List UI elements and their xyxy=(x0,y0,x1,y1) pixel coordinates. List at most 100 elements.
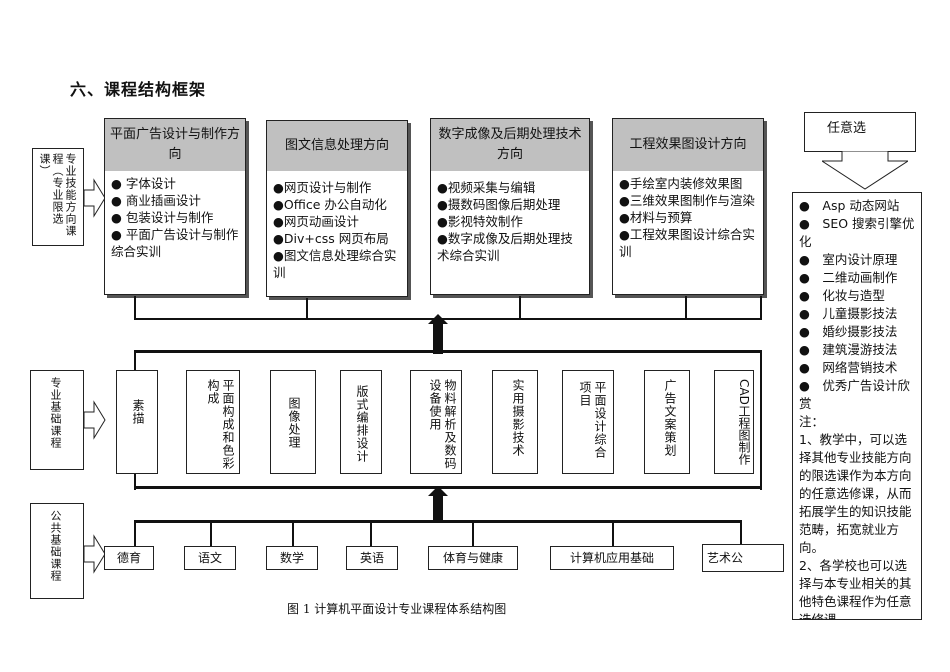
free-course-item: ● 婚纱摄影技法 xyxy=(799,324,898,339)
public-course: 德育 xyxy=(104,546,154,570)
course-item: ●Office 办公自动化 xyxy=(273,197,387,212)
figure-caption: 图 1 计算机平面设计专业课程体系结构图 xyxy=(287,602,507,616)
course-item: ●摄数码图像后期处理 xyxy=(437,197,561,212)
public-course: 体育与健康 xyxy=(428,546,518,570)
elective-free-title: 任意选 xyxy=(827,121,867,136)
direction-course-list: ●网页设计与制作 ●Office 办公自动化 ●网页动画设计 ●Div+css … xyxy=(267,171,407,283)
connector xyxy=(760,350,762,490)
public-course: 英语 xyxy=(346,546,398,570)
connector xyxy=(134,486,762,489)
direction-course-list: ●手绘室内装修效果图 ●三维效果图制作与渲染 ●材料与预算 ●工程效果图设计综合… xyxy=(613,171,763,262)
course-item: ●影视特效制作 xyxy=(437,214,523,229)
free-course-item: ● SEO 搜索引擎优化 xyxy=(799,216,915,249)
course-item: ●网页设计与制作 xyxy=(273,180,372,195)
direction-box-1: 平面广告设计与制作方向 ● 字体设计 ● 商业插画设计 ● 包装设计与制作 ● … xyxy=(104,118,246,295)
foundation-course-2: 平面构成和色彩构成 xyxy=(186,370,240,474)
connector xyxy=(134,318,762,320)
free-course-item: ● 室内设计原理 xyxy=(799,252,898,267)
direction-title: 工程效果图设计方向 xyxy=(613,119,763,171)
direction-course-list: ● 字体设计 ● 商业插画设计 ● 包装设计与制作 ● 平面广告设计与制作综合实… xyxy=(105,171,245,262)
foundation-label-box: 专业基础课程 xyxy=(30,370,84,470)
connector xyxy=(472,520,474,546)
elective-arrow-icon xyxy=(84,178,106,218)
foundation-course-label: 平面设计综合项目 xyxy=(578,381,607,459)
public-arrow-icon xyxy=(84,534,106,574)
foundation-course-label: 图像处理 xyxy=(287,397,301,449)
connector xyxy=(685,296,687,320)
direction-title: 图文信息处理方向 xyxy=(267,121,407,171)
section-heading: 六、课程结构框架 xyxy=(70,80,207,99)
free-course-item: ● 儿童摄影技法 xyxy=(799,306,898,321)
elective-label: 专业技能方向课程（专业限选课） xyxy=(38,153,77,237)
public-course: 计算机应用基础 xyxy=(550,546,674,570)
connector xyxy=(134,296,136,320)
direction-title: 数字成像及后期处理技术方向 xyxy=(431,119,589,171)
note-label: 注： xyxy=(799,414,825,429)
elective-label-box: 专业技能方向课程（专业限选课） xyxy=(32,148,84,246)
course-item: ● 平面广告设计与制作综合实训 xyxy=(111,227,239,259)
course-item: ● 包装设计与制作 xyxy=(111,210,214,225)
course-item: ●网页动画设计 xyxy=(273,214,359,229)
free-course-item: ● 建筑漫游技法 xyxy=(799,342,898,357)
public-course: 语文 xyxy=(184,546,236,570)
elective-free-panel: ● Asp 动态网站 ● SEO 搜索引擎优化 ● 室内设计原理 ● 二维动画制… xyxy=(792,192,922,620)
free-course-item: ● 二维动画制作 xyxy=(799,270,898,285)
course-item: ●材料与预算 xyxy=(619,210,693,225)
free-course-item: ● Asp 动态网站 xyxy=(799,198,900,213)
foundation-label: 专业基础课程 xyxy=(49,377,62,449)
connector xyxy=(292,520,294,546)
connector xyxy=(519,296,521,320)
connector xyxy=(306,298,308,320)
foundation-course-label: 版式编排设计 xyxy=(355,385,369,463)
foundation-course-7: 平面设计综合项目 xyxy=(562,370,614,474)
course-item: ● 字体设计 xyxy=(111,176,176,191)
course-item: ●数字成像及后期处理技术综合实训 xyxy=(437,231,573,263)
course-item: ●视频采集与编辑 xyxy=(437,180,536,195)
direction-box-4: 工程效果图设计方向 ●手绘室内装修效果图 ●三维效果图制作与渲染 ●材料与预算 … xyxy=(612,118,764,295)
elective-free-header: 任意选 xyxy=(804,112,916,152)
direction-course-list: ●视频采集与编辑 ●摄数码图像后期处理 ●影视特效制作 ●数字成像及后期处理技术… xyxy=(431,171,589,266)
free-course-item: ● 网络营销技术 xyxy=(799,360,898,375)
direction-box-3: 数字成像及后期处理技术方向 ●视频采集与编辑 ●摄数码图像后期处理 ●影视特效制… xyxy=(430,118,590,295)
free-course-item: ● 优秀广告设计欣赏 xyxy=(799,378,910,411)
free-course-item: ● 化妆与造型 xyxy=(799,288,885,303)
public-label-box: 公共基础课程 xyxy=(30,503,84,599)
course-item: ●工程效果图设计综合实训 xyxy=(619,227,755,259)
foundation-course-9: CAD工程图制作 xyxy=(714,370,754,474)
note-text: 1、教学中，可以选择其他专业技能方向的限选课作为本方向的任意选修课，从而拓展学生… xyxy=(799,432,912,555)
foundation-course-5: 物料解析及数码设备使用 xyxy=(410,370,462,474)
direction-box-2: 图文信息处理方向 ●网页设计与制作 ●Office 办公自动化 ●网页动画设计 … xyxy=(266,120,408,297)
connector xyxy=(370,520,372,546)
direction-title: 平面广告设计与制作方向 xyxy=(105,119,245,171)
course-item: ●Div+css 网页布局 xyxy=(273,231,389,246)
connector xyxy=(612,520,614,546)
course-item: ● 商业插画设计 xyxy=(111,193,201,208)
foundation-arrow-icon xyxy=(84,400,106,440)
foundation-course-1: 素描 xyxy=(116,370,158,474)
down-arrow-icon xyxy=(822,151,908,190)
course-item: ●三维效果图制作与渲染 xyxy=(619,193,755,208)
connector xyxy=(134,520,136,546)
connector xyxy=(740,520,742,546)
connector xyxy=(134,350,762,353)
connector xyxy=(210,520,212,546)
note-text: 2、各学校也可以选择与本专业相关的其他特色课程作为任意选修课 xyxy=(799,558,912,620)
foundation-course-6: 实用摄影技术 xyxy=(492,370,538,474)
foundation-course-3: 图像处理 xyxy=(270,370,316,474)
foundation-course-8: 广告文案策划 xyxy=(644,370,690,474)
foundation-course-label: 平面构成和色彩构成 xyxy=(206,379,235,470)
foundation-course-label: 物料解析及数码设备使用 xyxy=(428,379,457,470)
foundation-course-label: 素描 xyxy=(131,399,145,425)
public-label: 公共基础课程 xyxy=(49,510,62,582)
connector xyxy=(760,296,762,320)
public-course: 艺术公 xyxy=(702,544,784,572)
foundation-course-label: CAD工程图制作 xyxy=(737,379,751,465)
foundation-course-4: 版式编排设计 xyxy=(340,370,382,474)
connector xyxy=(134,520,742,523)
foundation-course-label: 广告文案策划 xyxy=(663,379,677,457)
course-item: ●手绘室内装修效果图 xyxy=(619,176,743,191)
up-arrow-icon xyxy=(428,314,448,354)
up-arrow-icon xyxy=(428,486,448,522)
public-course: 数学 xyxy=(266,546,318,570)
foundation-course-label: 实用摄影技术 xyxy=(511,379,525,457)
